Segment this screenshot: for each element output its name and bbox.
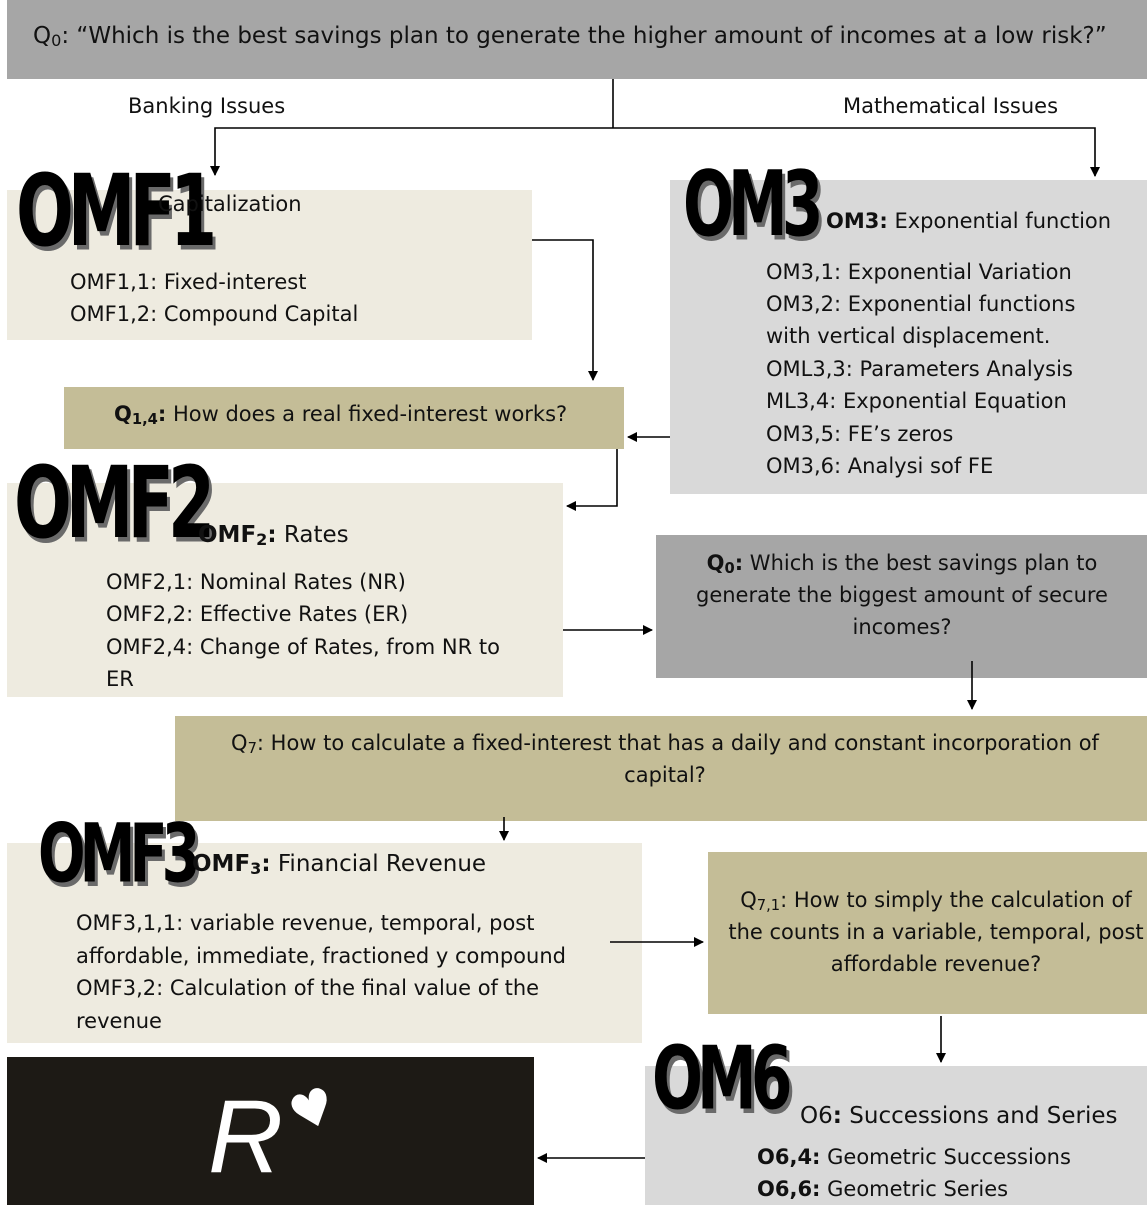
q71-text: Q7,1: How to simply the calculation of t… bbox=[726, 884, 1146, 980]
omf1-item-1: OMF1,1: Fixed-interest bbox=[70, 270, 307, 294]
arrow-omf1-to-q14 bbox=[532, 239, 598, 381]
q14-q-sub: 1,4 bbox=[131, 411, 158, 428]
om6-box bbox=[645, 1066, 1147, 1205]
omf1-logo: OMF1 bbox=[16, 155, 217, 270]
omf2-box bbox=[7, 483, 563, 697]
arrow-q14-to-omf2 bbox=[566, 449, 618, 511]
om6-item-1-text: Geometric Successions bbox=[820, 1145, 1071, 1169]
omf3-item-3: OMF3,2: Calculation of the final value o… bbox=[76, 976, 540, 1000]
om3-box bbox=[670, 180, 1147, 494]
q14-colon: : bbox=[157, 402, 167, 426]
main-question-q-sub: 0 bbox=[51, 31, 62, 50]
q0-secondary-colon: : bbox=[734, 551, 744, 575]
q0-secondary-box bbox=[656, 535, 1147, 678]
om3-item-6: OM3,5: FE’s zeros bbox=[766, 422, 954, 446]
om6-logo: OM6 bbox=[652, 1028, 792, 1131]
om3-item-7: OM3,6: Analysi sof FE bbox=[766, 454, 994, 478]
om6-title-prefix: O6 bbox=[800, 1103, 833, 1129]
q0-secondary-text: Q0: Which is the best savings plan to ge… bbox=[682, 547, 1122, 643]
om3-item-1: OM3,1: Exponential Variation bbox=[766, 260, 1072, 284]
result-box bbox=[7, 1057, 534, 1205]
om3-title: OM3: Exponential function bbox=[826, 205, 1111, 237]
main-question-header: Q0: “Which is the best savings plan to g… bbox=[7, 0, 1147, 79]
result-letter: R bbox=[208, 1079, 284, 1195]
omf1-box bbox=[7, 190, 532, 340]
omf3-item-2: affordable, immediate, fractioned y comp… bbox=[76, 944, 566, 968]
omf2-title-sub: 2 bbox=[256, 530, 268, 549]
om3-title-bold: OM3: bbox=[826, 209, 888, 233]
om6-title: O6: Successions and Series bbox=[800, 1100, 1118, 1132]
main-question-q: Q bbox=[33, 23, 52, 49]
branch-label-mathematical: Mathematical Issues bbox=[843, 94, 1059, 118]
om6-item-2-code: O6,6: bbox=[757, 1177, 821, 1201]
om6-title-colon: : bbox=[832, 1103, 842, 1129]
q14-box bbox=[64, 387, 624, 449]
om3-item-5: ML3,4: Exponential Equation bbox=[766, 389, 1067, 413]
q71-q-sub: 7,1 bbox=[756, 897, 781, 914]
omf2-title-colon: : bbox=[267, 522, 277, 548]
main-question-text: Q0: “Which is the best savings plan to g… bbox=[33, 20, 1107, 52]
omf3-title-text: Financial Revenue bbox=[270, 851, 487, 877]
omf3-title-letters: OMF bbox=[192, 851, 251, 877]
omf2-item-3: OMF2,4: Change of Rates, from NR to bbox=[106, 635, 500, 659]
q71-body: : How to simply the calculation of the c… bbox=[728, 888, 1144, 976]
omf3-title: OMF3: Financial Revenue bbox=[192, 848, 486, 880]
omf2-logo: OMF2 bbox=[14, 447, 215, 562]
omf2-item-1: OMF2,1: Nominal Rates (NR) bbox=[106, 570, 406, 594]
omf1-item-2: OMF1,2: Compound Capital bbox=[70, 302, 359, 326]
omf1-title: Capitalization bbox=[158, 192, 302, 216]
q71-box bbox=[708, 852, 1147, 1014]
arrow-to-omf1 bbox=[210, 127, 613, 176]
om6-title-text: Successions and Series bbox=[841, 1103, 1118, 1129]
om3-title-text: Exponential function bbox=[887, 209, 1112, 233]
om3-logo: OM3 bbox=[683, 152, 823, 258]
om6-item-1-code: O6,4: bbox=[757, 1145, 821, 1169]
q7-box bbox=[175, 716, 1147, 821]
q14-q: Q bbox=[114, 402, 132, 426]
omf3-logo: OMF3 bbox=[38, 807, 201, 902]
omf2-title-text: Rates bbox=[276, 522, 349, 548]
omf3-item-4: revenue bbox=[76, 1009, 162, 1033]
q7-q: Q bbox=[231, 731, 248, 755]
q14-text: Q1,4: How does a real fixed-interest wor… bbox=[114, 398, 567, 430]
omf2-item-2: OMF2,2: Effective Rates (ER) bbox=[106, 602, 409, 626]
q7-body: : How to calculate a fixed-interest that… bbox=[256, 731, 1099, 787]
q0-secondary-q-sub: 0 bbox=[724, 560, 735, 577]
q71-q: Q bbox=[740, 888, 757, 912]
omf3-title-sub: 3 bbox=[250, 859, 262, 878]
main-question-body: : “Which is the best savings plan to gen… bbox=[61, 23, 1107, 49]
om3-item-4: OML3,3: Parameters Analysis bbox=[766, 357, 1073, 381]
om6-item-2: O6,6: Geometric Series bbox=[757, 1173, 1008, 1205]
arrow-to-om3 bbox=[613, 127, 1100, 177]
omf3-title-colon: : bbox=[261, 851, 271, 877]
q7-q-sub: 7 bbox=[247, 740, 257, 757]
q0-secondary-body: Which is the best savings plan to genera… bbox=[696, 551, 1108, 639]
branch-label-banking: Banking Issues bbox=[128, 94, 286, 118]
omf2-title-letters: OMF bbox=[198, 522, 257, 548]
om6-item-1: O6,4: Geometric Successions bbox=[757, 1141, 1071, 1173]
om6-item-2-text: Geometric Series bbox=[820, 1177, 1009, 1201]
q14-body: How does a real fixed-interest works? bbox=[166, 402, 568, 426]
q7-text: Q7: How to calculate a fixed-interest th… bbox=[205, 727, 1125, 791]
q0-secondary-q: Q bbox=[706, 551, 725, 575]
omf2-item-4: ER bbox=[106, 667, 134, 691]
om3-item-3: with vertical displacement. bbox=[766, 324, 1051, 348]
om3-item-2: OM3,2: Exponential functions bbox=[766, 292, 1076, 316]
omf3-item-1: OMF3,1,1: variable revenue, temporal, po… bbox=[76, 911, 535, 935]
omf2-title: OMF2: Rates bbox=[198, 519, 349, 551]
omf3-box bbox=[7, 843, 642, 1043]
